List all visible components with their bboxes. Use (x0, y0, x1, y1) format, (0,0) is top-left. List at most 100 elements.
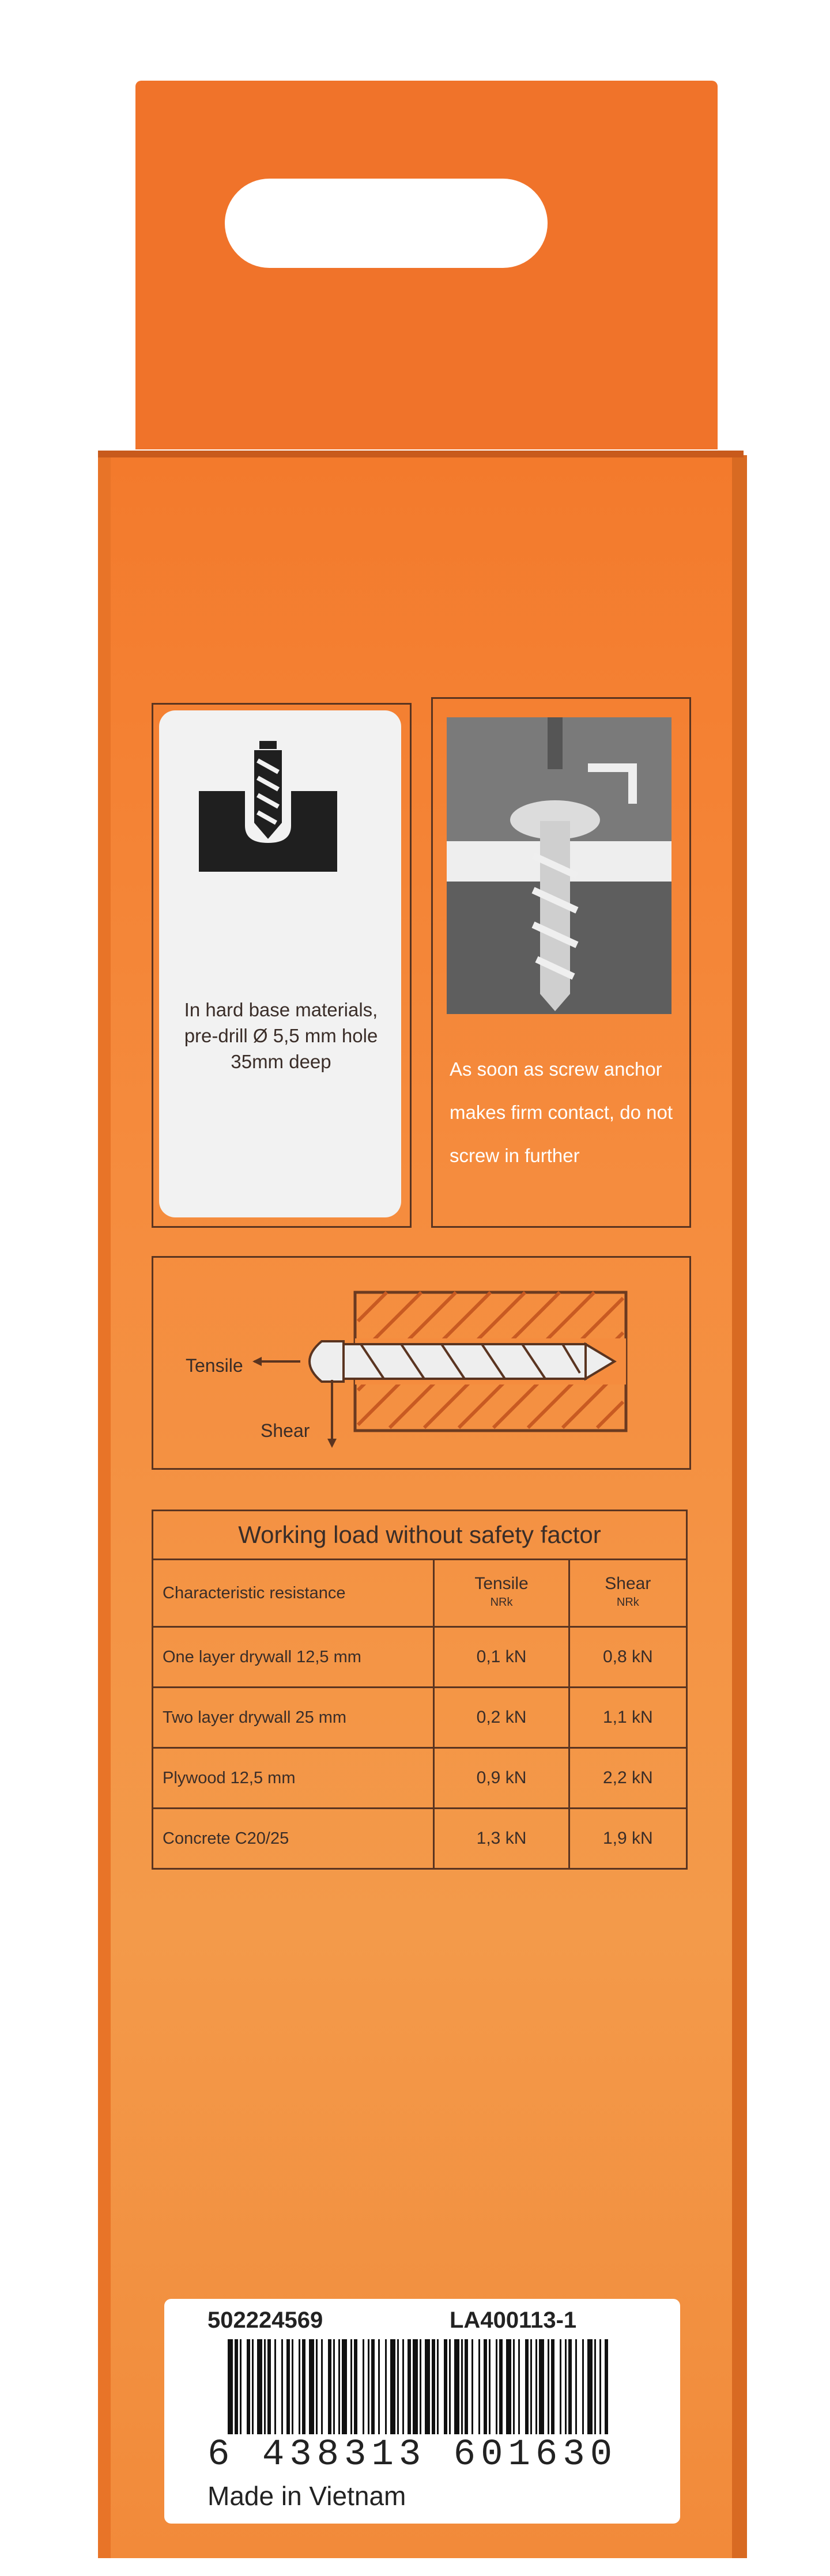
fold-line (98, 451, 744, 457)
barcode-bar (286, 2339, 290, 2434)
barcode-bar (425, 2339, 430, 2434)
barcode-bar (518, 2339, 520, 2434)
row-material: Two layer drywall 25 mm (151, 1686, 435, 1749)
box-right-edge (732, 455, 747, 2558)
row-tensile: 0,1 kN (433, 1626, 570, 1688)
barcode-bar (281, 2339, 283, 2434)
barcode-bar (368, 2339, 369, 2434)
barcode-bar (408, 2339, 411, 2434)
barcode-bar (292, 2339, 293, 2434)
header-tensile-sub: NRk (490, 1596, 513, 1609)
barcode-bar (551, 2339, 554, 2434)
hang-hole (225, 179, 548, 268)
batch-code: LA400113-1 (450, 2308, 577, 2333)
barcode-bar (594, 2339, 596, 2434)
drill-hole-icon (193, 731, 343, 875)
barcode-bar (454, 2339, 459, 2434)
row-material: Concrete C20/25 (151, 1807, 435, 1870)
barcode-bar (496, 2339, 497, 2434)
table-title: Working load without safety factor (152, 1510, 688, 1560)
barcode-bar (444, 2339, 447, 2434)
barcode-bar (432, 2339, 435, 2434)
barcode-bar (350, 2339, 352, 2434)
barcode-bar (582, 2339, 584, 2434)
barcode-bar (599, 2339, 601, 2434)
table-row: Concrete C20/25 1,3 kN 1,9 kN (151, 1807, 688, 1870)
row-tensile: 0,2 kN (433, 1686, 570, 1749)
header-shear: Shear NRk (568, 1559, 688, 1628)
barcode-bar (378, 2339, 380, 2434)
article-number: 502224569 (207, 2308, 323, 2333)
barcode-bar (316, 2339, 318, 2434)
anchor-instruction-text: As soon as screw anchor makes firm conta… (450, 1058, 673, 1166)
barcode-bar (354, 2339, 357, 2434)
barcode-bar (605, 2339, 608, 2434)
header-tensile: Tensile NRk (433, 1559, 570, 1628)
row-material: One layer drywall 12,5 mm (151, 1626, 435, 1688)
header-shear-label: Shear (605, 1574, 651, 1593)
product-label (164, 2299, 680, 2524)
shear-label: Shear (261, 1420, 310, 1441)
header-tensile-label: Tensile (474, 1574, 529, 1593)
row-tensile: 1,3 kN (433, 1807, 570, 1870)
barcode-bar (499, 2339, 503, 2434)
barcode-bar (471, 2339, 473, 2434)
barcode-bar (371, 2339, 375, 2434)
barcode-bar (247, 2339, 250, 2434)
barcode-bar (321, 2339, 323, 2434)
barcode-bar (342, 2339, 347, 2434)
barcode-bar (274, 2339, 276, 2434)
working-load-table: Working load without safety factor Chara… (151, 1510, 688, 1870)
screw-anchor-illustration (447, 717, 671, 1014)
barcode-bar (420, 2339, 421, 2434)
barcode-bar (535, 2339, 537, 2434)
barcode-bar (235, 2339, 238, 2434)
barcode-bar (465, 2339, 468, 2434)
ean-number: 6 438313 601630 (207, 2434, 618, 2476)
barcode-bar (390, 2339, 395, 2434)
barcode-bar (338, 2339, 340, 2434)
barcode-bar (449, 2339, 451, 2434)
barcode-bar (461, 2339, 463, 2434)
table-row: One layer drywall 12,5 mm 0,1 kN 0,8 kN (151, 1626, 688, 1688)
table-row: Two layer drywall 25 mm 0,2 kN 1,1 kN (151, 1686, 688, 1749)
barcode-bar (402, 2339, 404, 2434)
barcode-bar (257, 2339, 262, 2434)
barcode-bar (299, 2339, 300, 2434)
barcode-bar (525, 2339, 529, 2434)
barcode-bar (302, 2339, 305, 2434)
row-shear: 1,1 kN (568, 1686, 688, 1749)
anchor-panel (431, 697, 691, 1228)
barcode-bar (413, 2339, 418, 2434)
row-shear: 2,2 kN (568, 1747, 688, 1809)
predrill-panel (152, 703, 412, 1228)
tensile-label: Tensile (186, 1355, 243, 1376)
barcode-bar (587, 2339, 593, 2434)
forces-diagram (252, 1291, 628, 1448)
barcode-bar (363, 2339, 364, 2434)
barcode-bar (539, 2339, 544, 2434)
barcode-bar (489, 2339, 491, 2434)
barcode-bar (437, 2339, 439, 2434)
barcode-bar (240, 2339, 242, 2434)
box-left-edge (98, 455, 111, 2558)
barcode-bar (575, 2339, 577, 2434)
table-row: Plywood 12,5 mm 0,9 kN 2,2 kN (151, 1747, 688, 1809)
country-of-origin: Made in Vietnam (207, 2481, 406, 2511)
barcode-bar (568, 2339, 572, 2434)
barcode-bar (228, 2339, 233, 2434)
predrill-instruction-text: In hard base materials, pre-drill Ø 5,5 … (184, 999, 378, 1072)
row-tensile: 0,9 kN (433, 1747, 570, 1809)
barcode-bar (397, 2339, 399, 2434)
row-shear: 1,9 kN (568, 1807, 688, 1870)
barcode-bar (267, 2339, 271, 2434)
barcode-bar (309, 2339, 314, 2434)
barcode-bar (264, 2339, 266, 2434)
barcode-bar (328, 2339, 331, 2434)
barcode-bar (478, 2339, 480, 2434)
barcode-bar (385, 2339, 387, 2434)
barcode-bar (565, 2339, 567, 2434)
barcode-bar (484, 2339, 487, 2434)
header-shear-sub: NRk (616, 1596, 639, 1609)
forces-panel (152, 1256, 691, 1470)
